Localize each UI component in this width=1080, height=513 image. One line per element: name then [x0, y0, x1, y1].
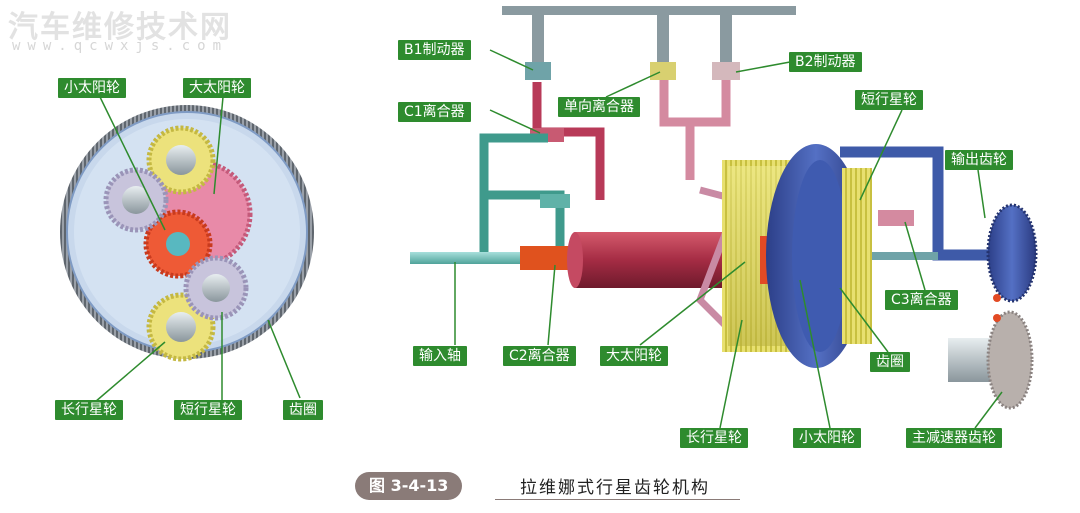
leader-ring-r [839, 287, 889, 353]
label-big-sun: 大太阳轮 [183, 78, 251, 98]
short-planet-right-hub [202, 274, 230, 302]
c1-link [479, 133, 548, 258]
short-planet-drum [842, 168, 872, 344]
b1-drum-link [532, 82, 605, 200]
housing-post-3 [720, 15, 732, 67]
short-planet-left-hub [122, 186, 150, 214]
label-b1-brake: B1制动器 [398, 40, 471, 60]
c2-clutch-pads [540, 194, 570, 208]
figure-caption: 图 3-4-13 拉维娜式行星齿轮机构 [355, 472, 740, 500]
leader-ring [267, 319, 301, 399]
left-gearset [60, 96, 314, 403]
watermark-url: www.qcwxjs.com [12, 38, 229, 54]
big-sun-drum [572, 232, 740, 288]
label-output-gear: 输出齿轮 [945, 150, 1013, 170]
input-shaft [410, 252, 550, 264]
label-big-sun-right: 大太阳轮 [600, 346, 668, 366]
one-way-clutch-pads [650, 62, 676, 80]
label-c3-clutch: C3离合器 [885, 290, 958, 310]
label-long-planet: 长行星轮 [55, 400, 123, 420]
label-c1-clutch: C1离合器 [398, 102, 471, 122]
output-gear [986, 203, 1038, 303]
leader-big-sun-r [639, 261, 746, 346]
long-planet-top-hub [166, 145, 196, 175]
leader-small-sun-r [799, 279, 831, 429]
output-arm [840, 146, 1000, 261]
leader-c3 [904, 221, 926, 291]
leader-final-drive [974, 391, 1003, 429]
drum-end [567, 232, 583, 288]
figure-title: 拉维娜式行星齿轮机构 [520, 478, 710, 498]
housing-post-1 [532, 15, 544, 67]
leader-long-planet [94, 341, 166, 403]
long-planet-bottom-hub [166, 312, 196, 342]
leader-long-planet-r [719, 319, 743, 429]
b2-link [659, 80, 731, 127]
leader-c1 [489, 109, 541, 134]
b1-brake-pads [525, 62, 551, 80]
label-b2-brake: B2制动器 [789, 52, 862, 72]
small-sun-hub [166, 232, 190, 256]
label-one-way-clutch: 单向离合器 [558, 97, 640, 117]
label-short-planet-right: 短行星轮 [855, 90, 923, 110]
leader-output-gear [977, 169, 986, 219]
right-mechanism [410, 6, 1038, 429]
watermark-title: 汽车维修技术网 [8, 10, 232, 45]
label-ring-right: 齿圈 [870, 352, 910, 372]
leader-one-way [605, 71, 661, 98]
b2-brake-pads [712, 62, 740, 80]
caption-underline [495, 499, 740, 500]
label-c2-clutch: C2离合器 [503, 346, 576, 366]
housing-post-2 [657, 15, 669, 67]
c3-clutch-pads [878, 210, 914, 226]
label-final-drive-gear: 主减速器齿轮 [906, 428, 1002, 448]
label-small-sun-right: 小太阳轮 [793, 428, 861, 448]
label-ring: 齿圈 [283, 400, 323, 420]
final-drive-mark [993, 314, 1001, 322]
label-short-planet: 短行星轮 [174, 400, 242, 420]
ring-gear-inner [792, 160, 848, 352]
leader-small-sun [99, 96, 166, 231]
leader-big-sun [213, 96, 224, 195]
final-drive-gear [986, 310, 1034, 410]
leader-short-planet-r [859, 109, 903, 201]
carrier-arms [695, 186, 743, 341]
label-small-sun: 小太阳轮 [58, 78, 126, 98]
label-long-planet-right: 长行星轮 [680, 428, 748, 448]
leader-b2 [735, 61, 791, 73]
leader-c2 [547, 264, 556, 346]
figure-number: 图 3-4-13 [355, 472, 463, 500]
leader-b1 [489, 49, 534, 71]
output-gear-mark [993, 294, 1001, 302]
label-input-shaft: 输入轴 [413, 346, 467, 366]
housing-bar [502, 6, 796, 15]
